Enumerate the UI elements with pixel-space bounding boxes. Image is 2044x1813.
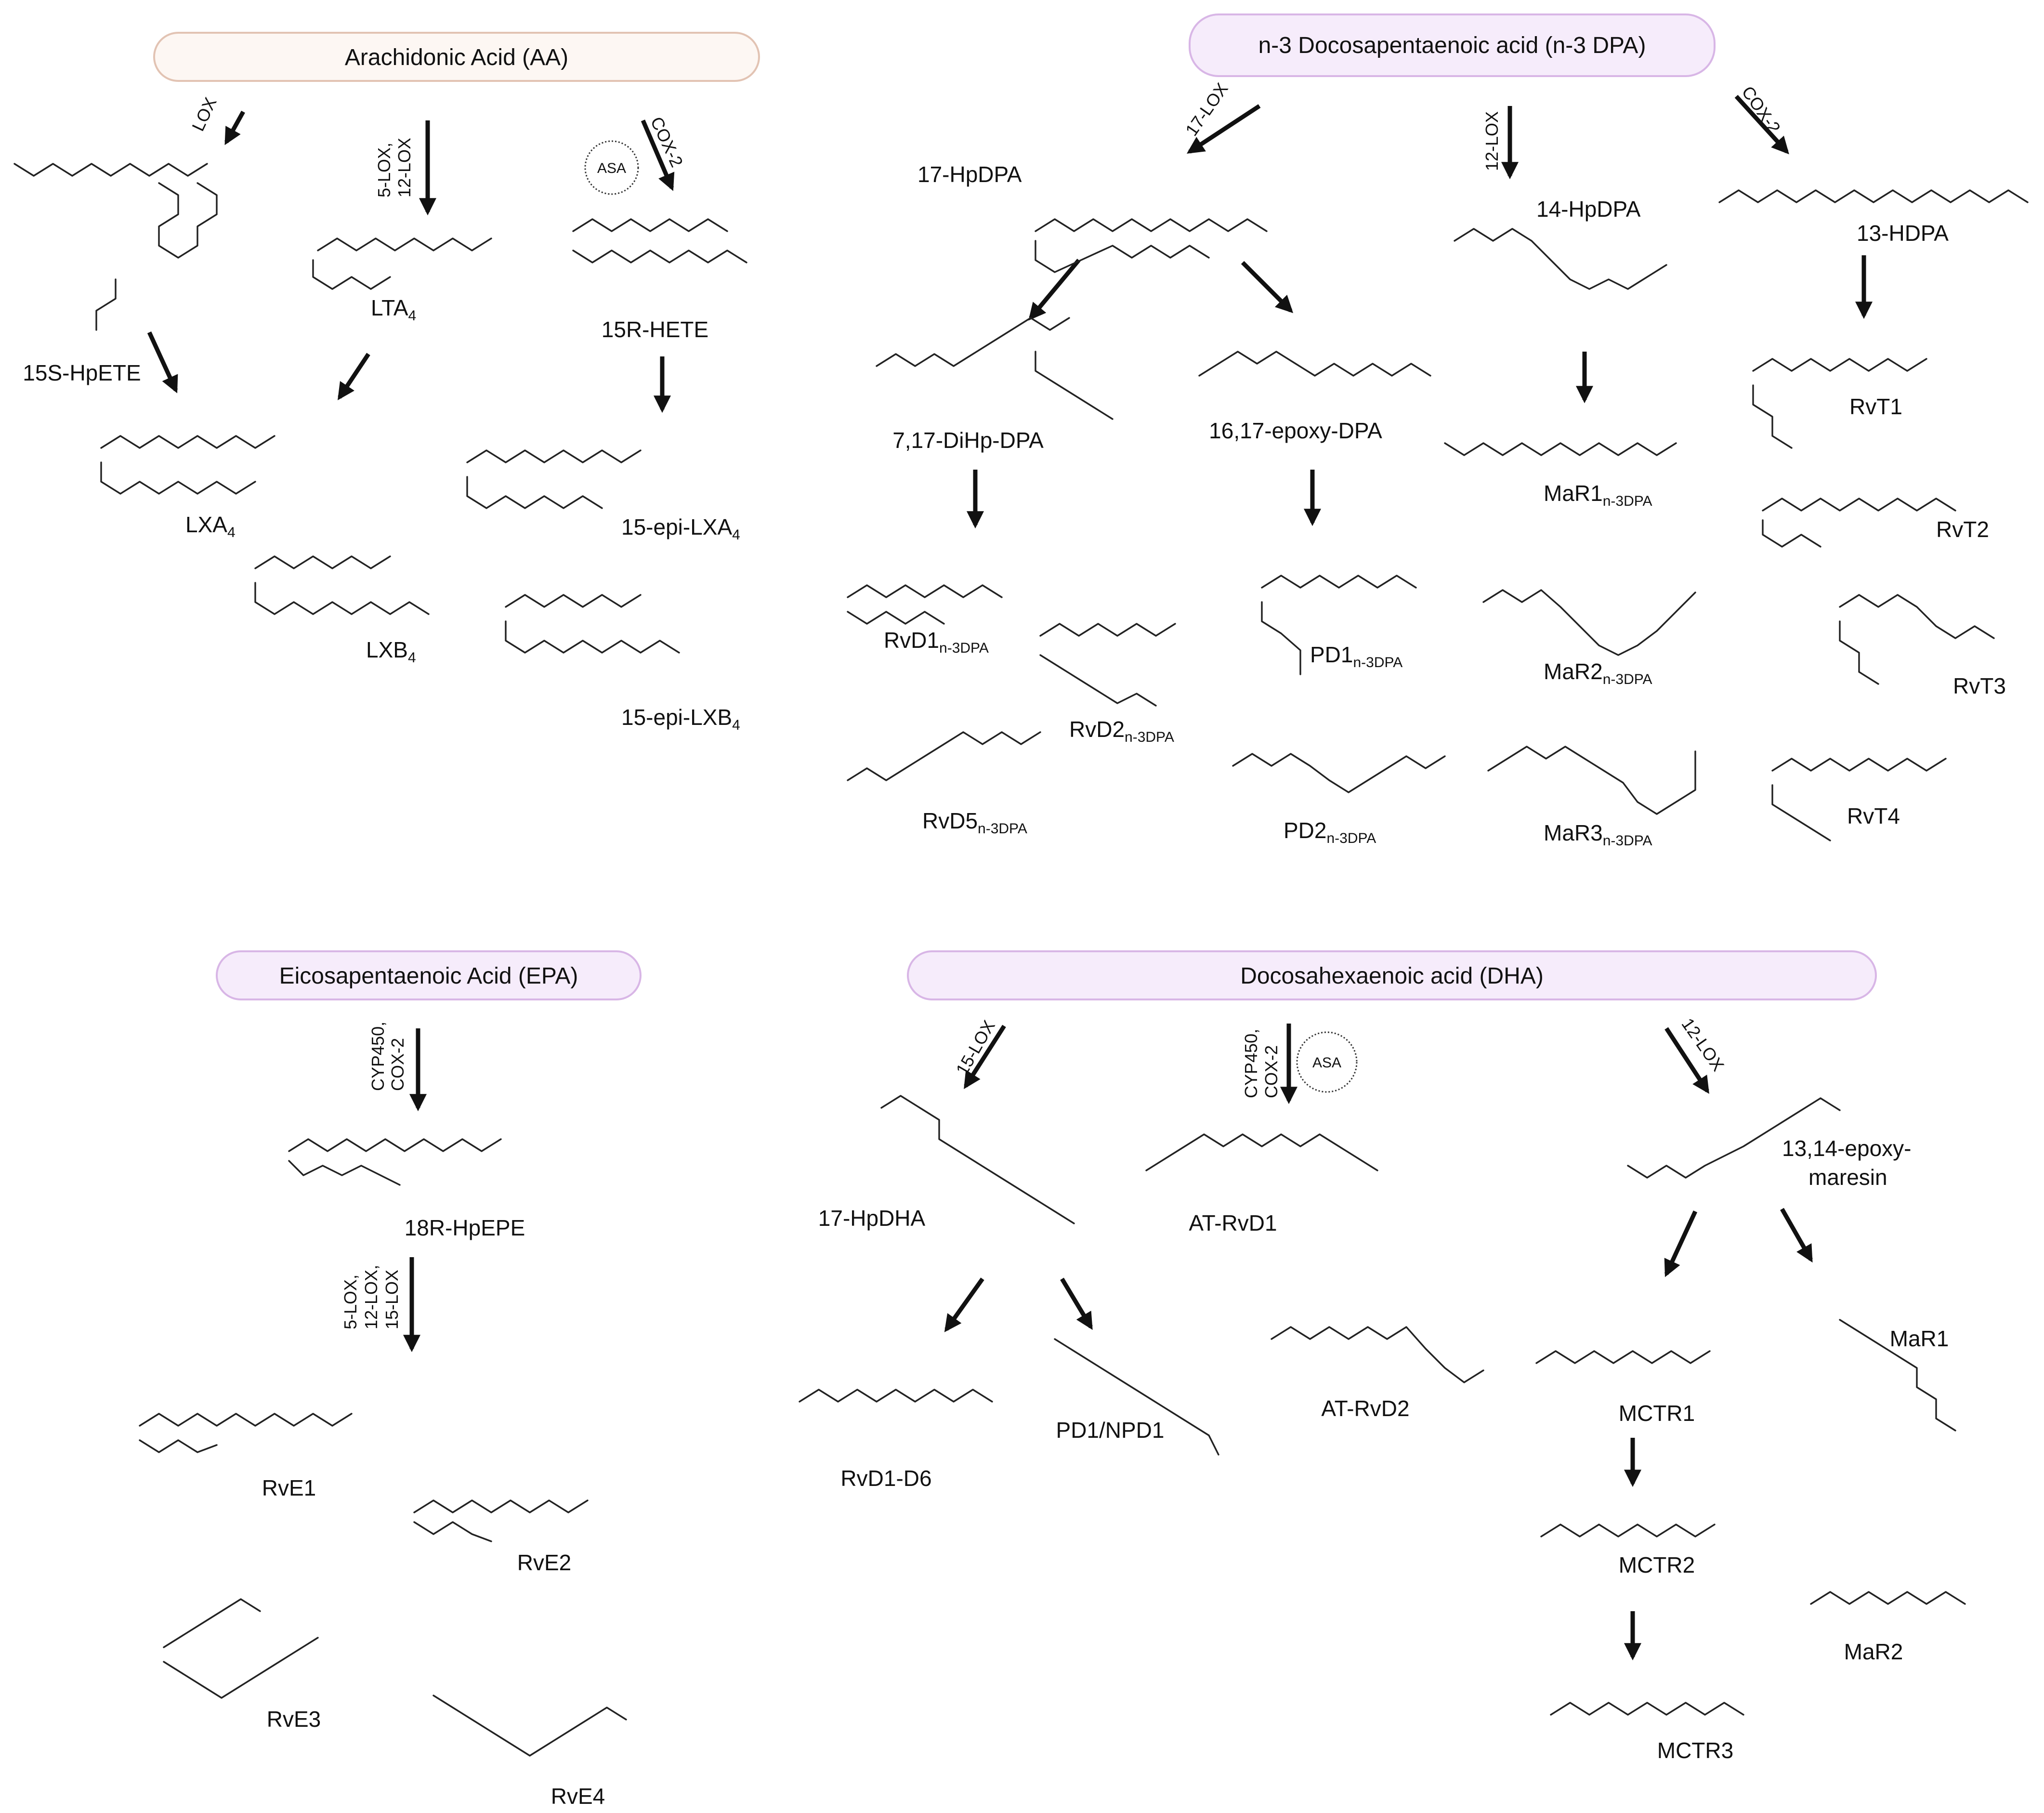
label-rvt1: RvT1: [1849, 394, 1902, 419]
enz-dha-cox2: COX-2: [1261, 1045, 1281, 1098]
enz-dpa-12lox: 12-LOX: [1482, 111, 1502, 171]
enz-epa-12lox: 12-LOX,: [361, 1265, 381, 1329]
enz-aa-12lox: 12-LOX: [394, 138, 414, 197]
label-rvd5-n3dpa: RvD5n-3DPA: [922, 808, 1027, 837]
label-mar1: MaR1: [1890, 1326, 1949, 1351]
label-mar3-n3dpa: MaR3n-3DPA: [1544, 820, 1652, 849]
enz-epa-cyp450: CYP450,: [368, 1022, 388, 1091]
epa-header: Eicosapentaenoic Acid (EPA): [216, 950, 642, 1000]
svg-text:ASA: ASA: [1312, 1055, 1341, 1071]
label-lxa4: LXA4: [185, 512, 236, 540]
arrow-dpa-1617: [1241, 261, 1294, 314]
enz-epa-cox2: COX-2: [388, 1038, 407, 1091]
label-13-14-epoxy-maresin-2: maresin: [1808, 1165, 1887, 1190]
compound-labels: 15S-HpETE LTA4 15R-HETE LXA4 LXB4 15-epi…: [23, 162, 2006, 1809]
label-rve3: RvE3: [267, 1707, 321, 1732]
arrow-dpa-cox2: [1734, 94, 1789, 155]
enz-epa-5lox: 5-LOX,: [341, 1274, 360, 1329]
arrow-aa-lta4-lxb4: [338, 353, 370, 400]
label-mctr2: MCTR2: [1619, 1552, 1695, 1577]
label-at-rvd2: AT-RvD2: [1321, 1396, 1409, 1421]
enz-aa-5lox: 5-LOX,: [374, 143, 394, 197]
aa-title: Arachidonic Acid (AA): [345, 45, 568, 70]
label-16-17-epoxy-dpa: 16,17-epoxy-DPA: [1209, 418, 1382, 443]
label-rvd2-n3dpa: RvD2n-3DPA: [1069, 717, 1174, 745]
label-rvt3: RvT3: [1953, 673, 2006, 698]
enz-dha-12lox: 12-LOX: [1677, 1014, 1728, 1075]
aspirin-circle-icon: ASA: [1296, 1031, 1358, 1093]
aspirin-circle-icon: ASA: [584, 140, 639, 195]
enz-aa-lox: LOX: [188, 94, 221, 134]
label-rve4: RvE4: [551, 1784, 605, 1809]
dha-header: Docosahexaenoic acid (DHA): [907, 950, 1877, 1000]
arrow-aa-lox: [224, 110, 245, 145]
label-mctr3: MCTR3: [1657, 1738, 1733, 1763]
arrow-dha-12lox: [1664, 1027, 1709, 1094]
arrow-aa-cox2: [641, 119, 675, 191]
label-pd2-n3dpa: PD2n-3DPA: [1284, 818, 1376, 846]
label-mar1-n3dpa: MaR1n-3DPA: [1544, 481, 1652, 509]
arrow-dpa-17lox: [1186, 104, 1261, 154]
arrow-dha-mctr1: [1664, 1210, 1698, 1277]
label-7-17-dihp-dpa: 7,17-DiHp-DPA: [892, 428, 1044, 453]
skeletal-structure-icon: [13, 163, 2029, 1757]
dpa-title: n-3 Docosapentaenoic acid (n-3 DPA): [1258, 33, 1646, 58]
enz-dpa-cox2: COX-2: [1738, 82, 1784, 137]
enz-dha-cyp450: CYP450,: [1241, 1029, 1261, 1098]
label-18r-hpepe: 18R-HpEPE: [405, 1215, 525, 1240]
label-15-epi-lxb4: 15-epi-LXB4: [621, 705, 740, 733]
label-rve2: RvE2: [517, 1550, 571, 1575]
label-rvt4: RvT4: [1847, 803, 1900, 828]
svg-text:ASA: ASA: [597, 160, 626, 176]
pathway-arrows: [147, 94, 1873, 1661]
label-15-epi-lxa4: 15-epi-LXA4: [621, 514, 740, 543]
label-rvt2: RvT2: [1936, 517, 1989, 542]
label-pd1-n3dpa: PD1n-3DPA: [1310, 642, 1402, 670]
dha-title: Docosahexaenoic acid (DHA): [1240, 963, 1544, 989]
arrow-dha-rvd: [944, 1277, 984, 1332]
label-15r-hete: 15R-HETE: [602, 317, 708, 342]
arrow-aa-hpete-lxa4: [147, 331, 178, 394]
label-rvd1-n3dpa: RvD1n-3DPA: [884, 628, 989, 656]
label-rve1: RvE1: [262, 1475, 316, 1500]
label-14-hpdpa: 14-HpDPA: [1536, 197, 1641, 222]
label-13-hdpa: 13-HDPA: [1857, 221, 1949, 246]
label-17-hpdpa: 17-HpDPA: [917, 162, 1022, 187]
label-17-hpdha: 17-HpDHA: [818, 1206, 926, 1231]
arrow-dpa-717: [1028, 259, 1081, 321]
label-13-14-epoxy-maresin-1: 13,14-epoxy-: [1782, 1136, 1912, 1161]
epa-title: Eicosapentaenoic Acid (EPA): [279, 963, 578, 989]
arrow-dha-15lox: [964, 1025, 1006, 1090]
label-mar2-n3dpa: MaR2n-3DPA: [1544, 659, 1652, 687]
label-at-rvd1: AT-RvD1: [1189, 1210, 1277, 1235]
arrow-dha-mar1: [1780, 1208, 1813, 1263]
label-15s-hpete: 15S-HpETE: [23, 360, 141, 385]
dpa-header: n-3 Docosapentaenoic acid (n-3 DPA): [1189, 13, 1716, 77]
label-lxb4: LXB4: [366, 637, 416, 666]
label-pd1-npd1: PD1/NPD1: [1056, 1418, 1165, 1443]
aa-header: Arachidonic Acid (AA): [153, 32, 760, 82]
label-rvd1-d6: RvD1-D6: [840, 1466, 931, 1491]
label-mar2: MaR2: [1844, 1639, 1903, 1664]
enz-epa-15lox: 15-LOX: [382, 1270, 402, 1329]
arrow-dha-pd1: [1060, 1277, 1093, 1330]
label-lta4: LTA4: [371, 295, 416, 324]
label-mctr1: MCTR1: [1619, 1401, 1695, 1426]
